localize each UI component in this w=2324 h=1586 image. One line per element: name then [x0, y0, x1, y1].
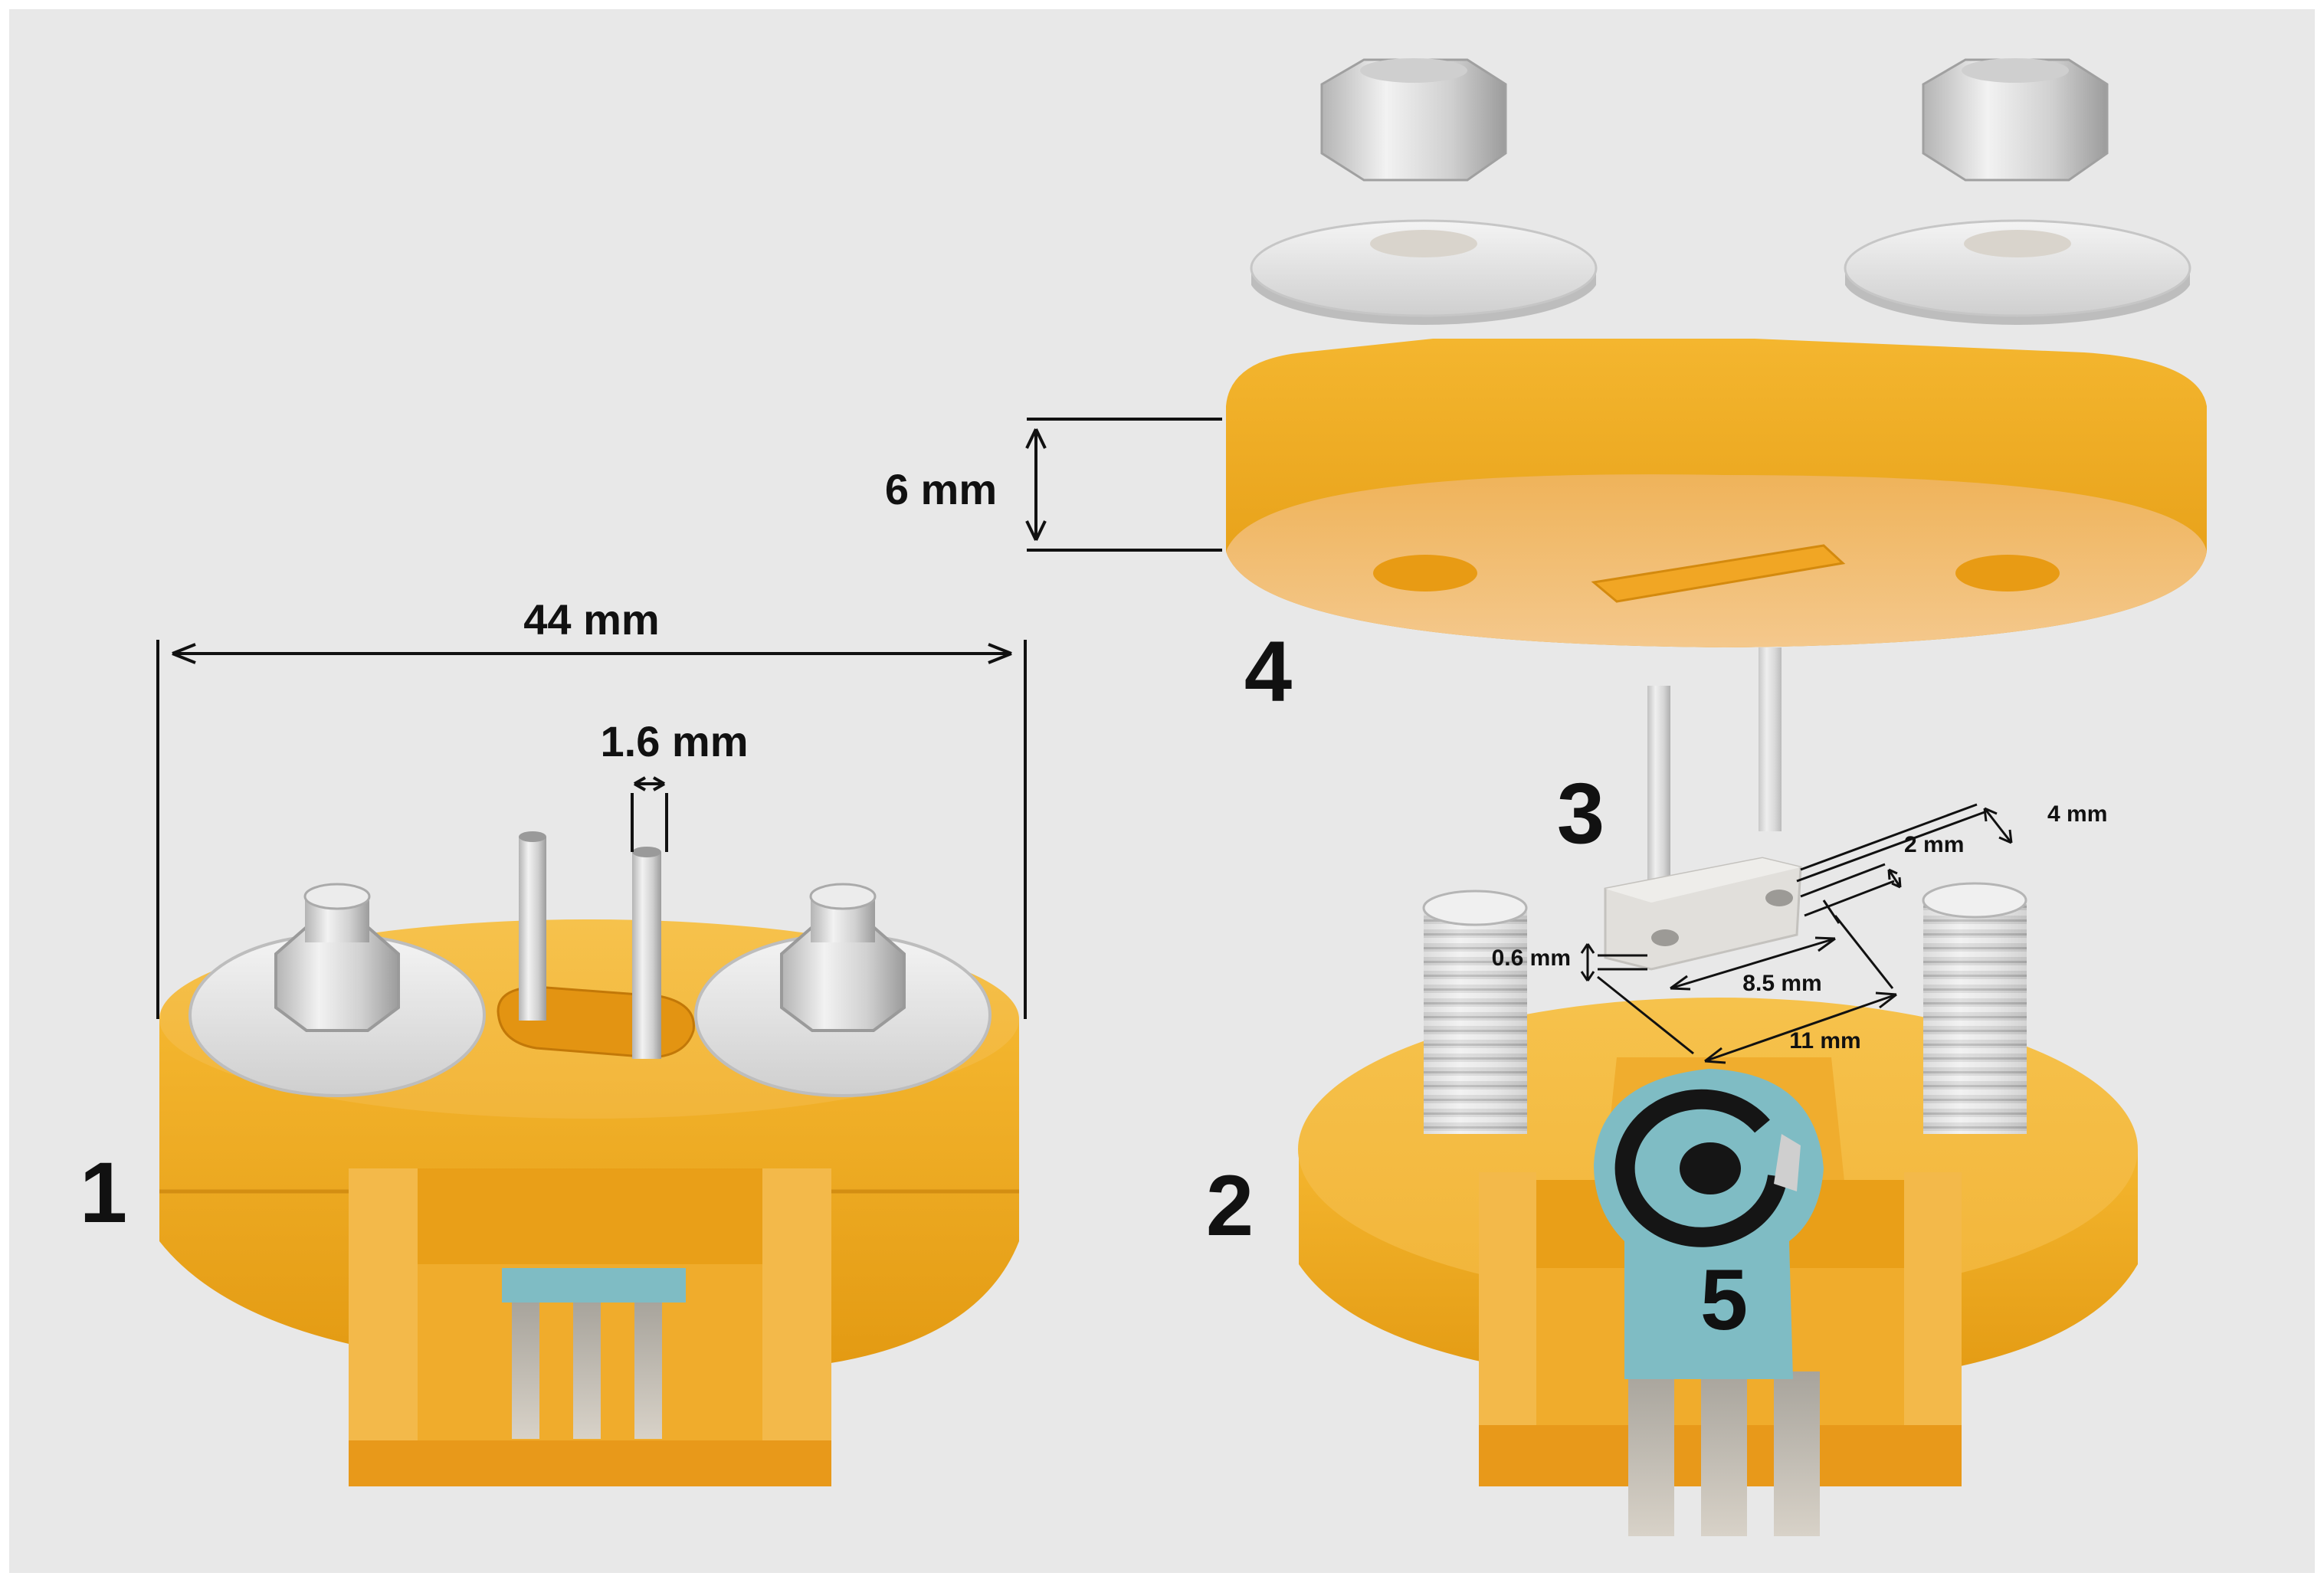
- label-base: 2: [1206, 1158, 1254, 1253]
- left-bolt-cap: [303, 883, 371, 910]
- assembled-device: [159, 831, 1019, 1486]
- exploded-washer-left: [1250, 219, 1598, 325]
- chip-outlet: [1765, 890, 1793, 906]
- channel-length-line: [1670, 937, 1836, 990]
- threaded-bolt-left: [1422, 890, 1528, 1134]
- chip-depth-ext: [1800, 863, 1886, 898]
- assembled-electrode-leg-1: [512, 1303, 539, 1439]
- chip-width-ext-b: [1796, 811, 1985, 883]
- right-bolt-cap: [809, 883, 877, 910]
- tube-arrowheads: [634, 776, 665, 791]
- right-nut: [780, 926, 906, 1032]
- assembled-tube-right-opening: [632, 847, 661, 857]
- chip-dimensions: [1580, 803, 2013, 1064]
- width-4mm-arrow: [1983, 808, 2013, 844]
- exploded-tube-right: [1759, 647, 1782, 831]
- overall-width-dimension: [156, 640, 1027, 1019]
- chip-width-ext-a: [1800, 803, 1978, 871]
- chip-top-face: [1605, 858, 1801, 903]
- base-holder-left-rail: [1479, 1172, 1536, 1425]
- chip-inlet: [1651, 929, 1679, 946]
- width-arrowheads: [172, 643, 1012, 664]
- electrode-reference: [1774, 1134, 1801, 1191]
- exploded-nut-left: [1320, 58, 1507, 182]
- assembled-tube-left-opening: [519, 831, 546, 842]
- left-nut: [274, 926, 400, 1032]
- lid-thickness-text: 6 mm: [885, 465, 997, 513]
- width-4mm-arrowheads: [1983, 807, 2013, 844]
- lid-arrowheads: [1025, 428, 1047, 541]
- label-electrode: 5: [1700, 1252, 1748, 1348]
- microfluidic-chip: [1604, 857, 1802, 971]
- threaded-bolt-right: [1922, 882, 2027, 1134]
- electrode-working-disk: [1680, 1142, 1741, 1194]
- lid-underside: [1226, 474, 2207, 647]
- label-assembled: 1: [80, 1145, 127, 1240]
- electrode-substrate: [1594, 1069, 1824, 1379]
- chip-height-text: 0.6 mm: [1492, 945, 1571, 971]
- lid-channel-slot: [1591, 544, 1846, 603]
- exploded-nut-right: [1922, 58, 2109, 182]
- chip-length-line: [1704, 993, 1897, 1063]
- chip-length-ext-right: [1834, 915, 1894, 989]
- assembled-holder-right-rail: [762, 1168, 831, 1440]
- assembled-holder-base: [349, 1440, 831, 1486]
- tube-diameter-dimension: [631, 776, 668, 852]
- chip-length-ext-left: [1597, 975, 1694, 1055]
- channel-length-arrowheads: [1670, 936, 1836, 991]
- chip-depth-ext-b: [1804, 880, 1895, 917]
- electrode-leg-1: [1628, 1371, 1674, 1536]
- assembled-tube-left: [519, 837, 546, 1021]
- base-holder-right-rail: [1904, 1172, 1962, 1425]
- label-chip: 3: [1557, 765, 1605, 861]
- channel-length-text: 8.5 mm: [1742, 971, 1821, 996]
- exploded-tube-left: [1647, 686, 1670, 885]
- assembled-tube-right: [632, 852, 661, 1059]
- electrode-leg-2: [1701, 1371, 1747, 1536]
- depth-2mm-arrow: [1887, 869, 1902, 888]
- electrode-counter-arc: [1614, 1089, 1788, 1247]
- lid-part: [1226, 339, 2207, 647]
- assembled-electrode-strip: [502, 1268, 686, 1303]
- screen-printed-electrode: [1594, 1069, 1824, 1536]
- exploded-washer-right: [1844, 219, 2191, 325]
- label-lid: 4: [1244, 624, 1292, 719]
- chip-corner-leader: [1822, 899, 1841, 924]
- electrode-leg-3: [1774, 1371, 1820, 1536]
- chip-width-text: 4 mm: [2047, 801, 2107, 827]
- lid-thickness-dimension: [1025, 418, 1222, 552]
- chip-length-arrowheads: [1704, 991, 1897, 1064]
- chip-length-text: 11 mm: [1789, 1028, 1860, 1054]
- chip-depth-text: 2 mm: [1904, 832, 1964, 857]
- assembled-electrode-leg-2: [573, 1303, 601, 1439]
- height-arrowheads: [1580, 943, 1595, 981]
- lid-hole-left: [1373, 555, 1477, 591]
- overall-width-text: 44 mm: [523, 595, 659, 644]
- tube-diameter-text: 1.6 mm: [601, 717, 749, 765]
- assembled-holder-left-rail: [349, 1168, 418, 1440]
- depth-2mm-arrowheads: [1887, 868, 1902, 889]
- lid-hole-right: [1955, 555, 2060, 591]
- assembled-electrode-leg-3: [634, 1303, 662, 1439]
